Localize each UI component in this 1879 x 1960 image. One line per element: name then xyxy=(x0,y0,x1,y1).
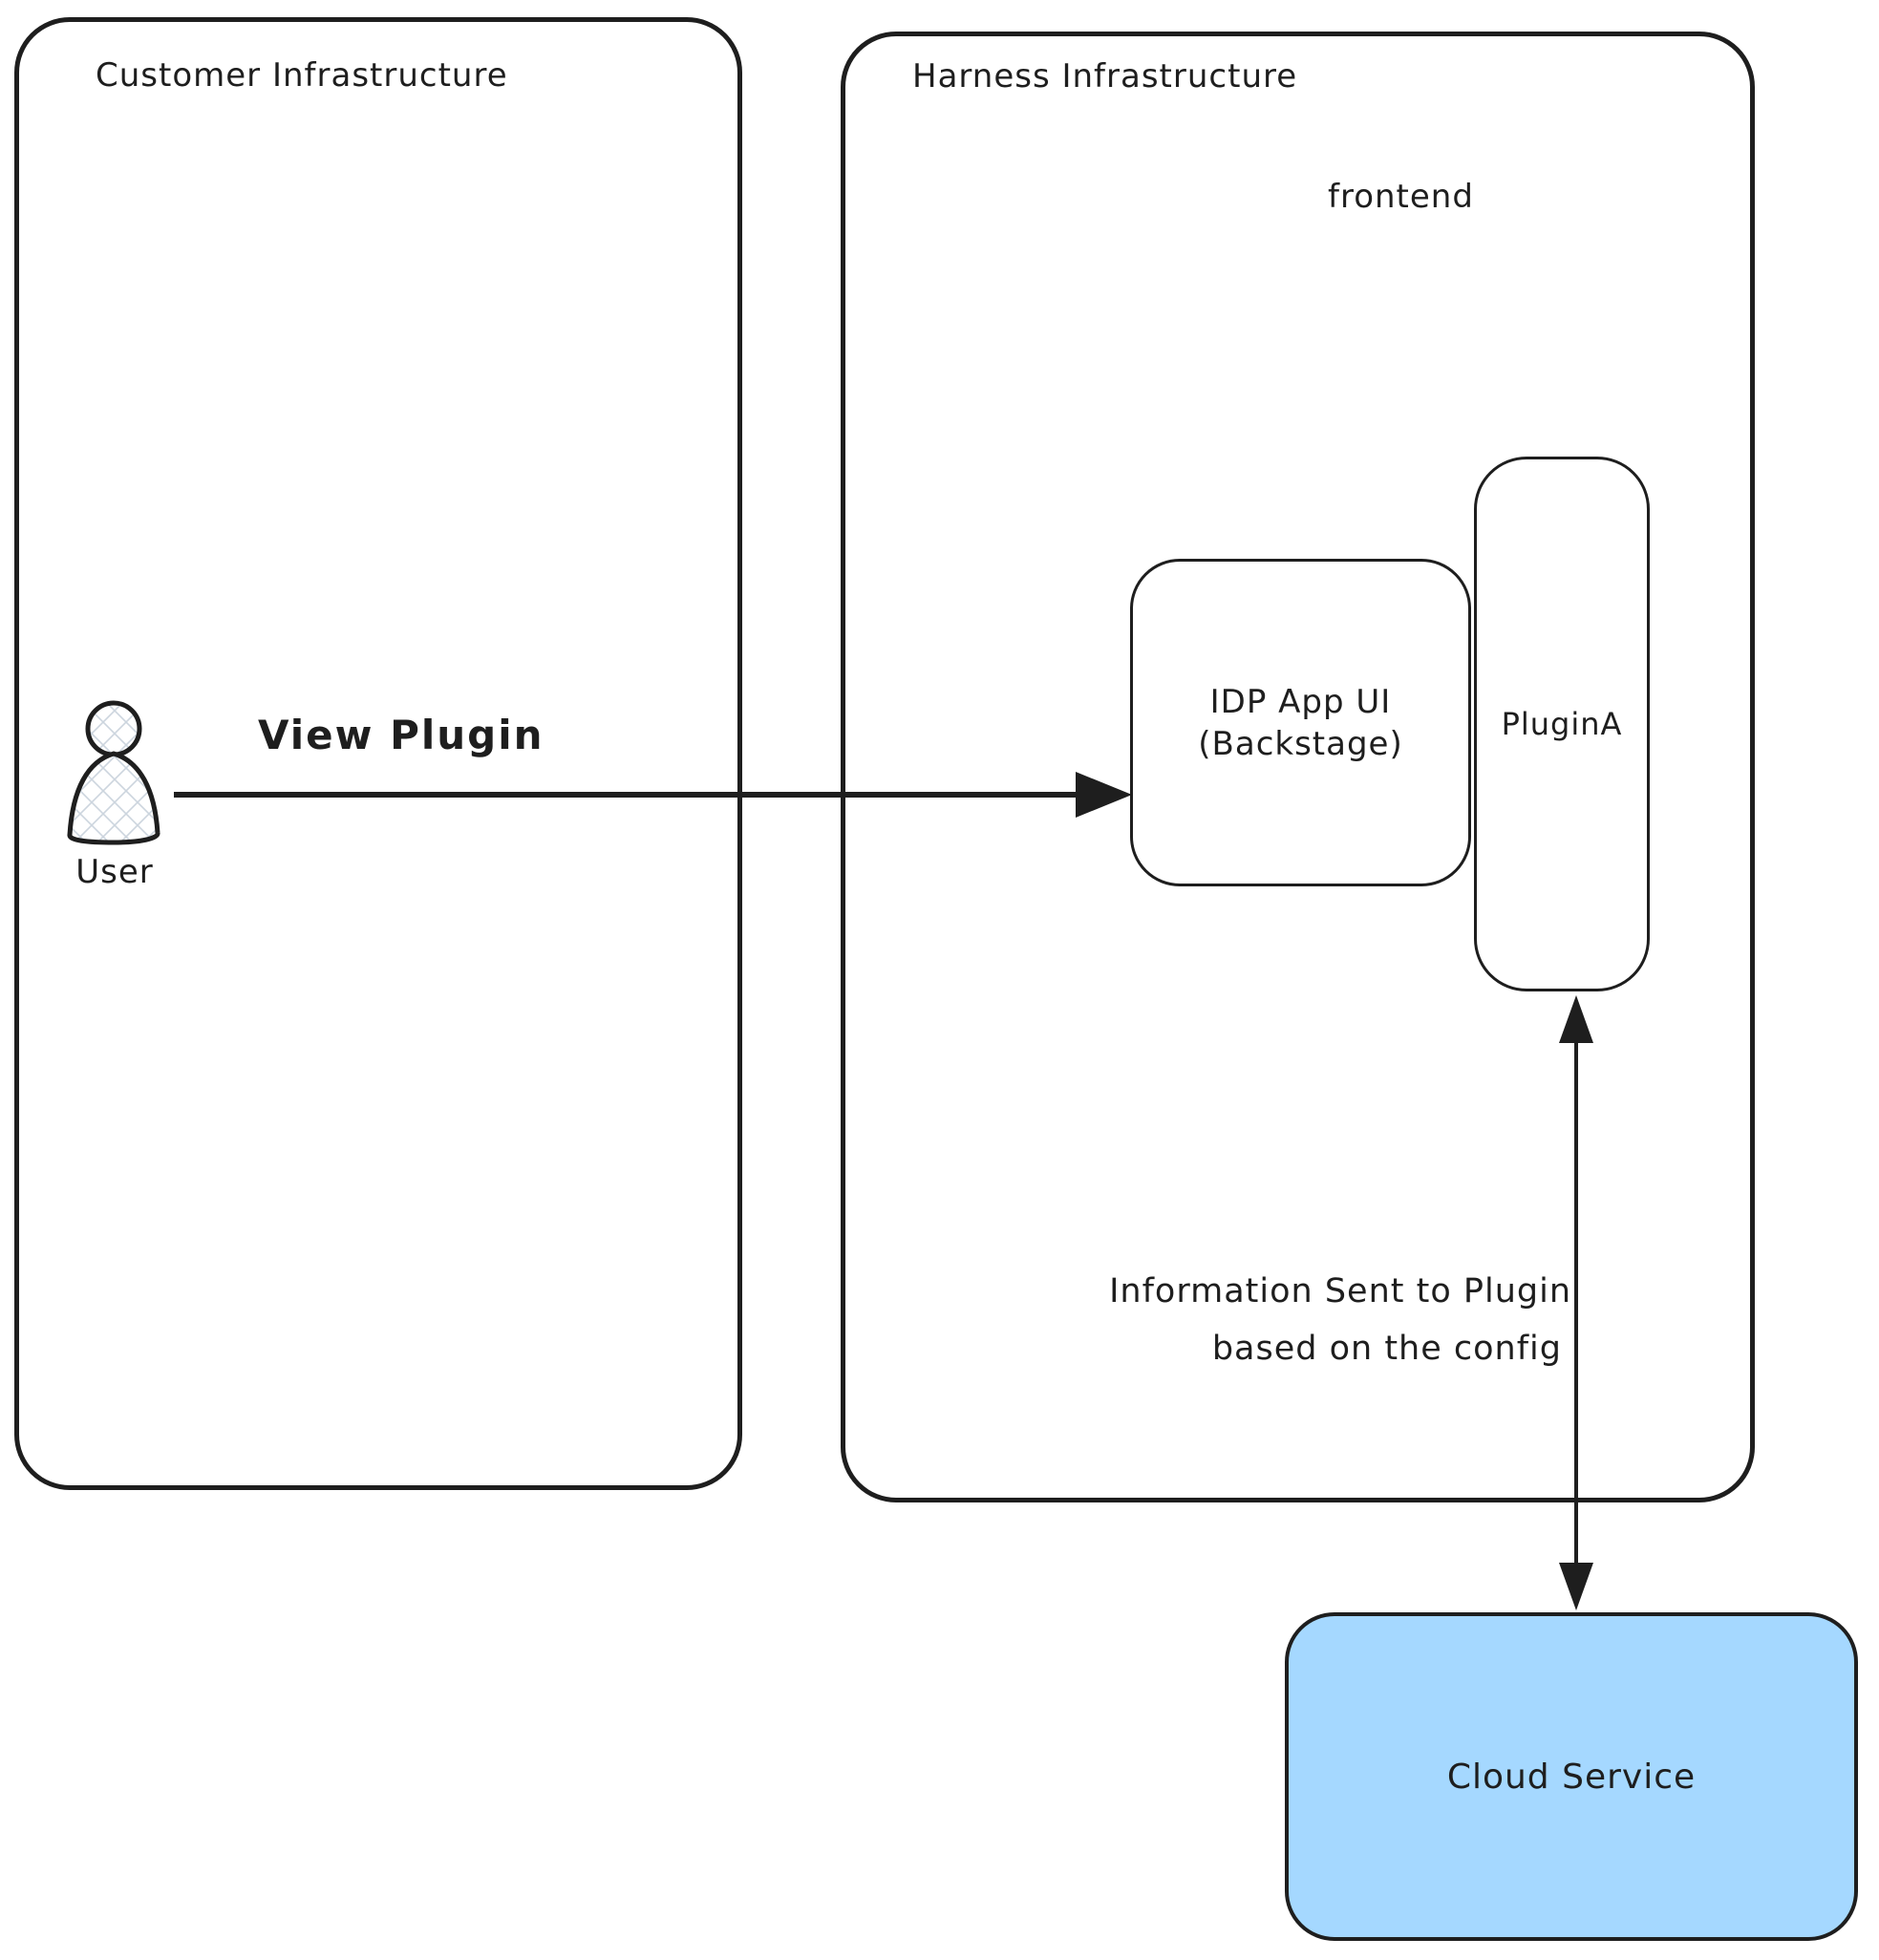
view-plugin-arrow-label: View Plugin xyxy=(258,712,544,758)
info-sent-label: Information Sent to Plugin based on the … xyxy=(860,1272,1571,1368)
cloud-service-label: Cloud Service xyxy=(1446,1757,1697,1797)
idp-app-ui-box: IDP App UI (Backstage) xyxy=(1130,559,1471,886)
info-sent-label-line2: based on the config xyxy=(1211,1330,1562,1368)
plugin-a-box: PluginA xyxy=(1474,457,1650,991)
info-sent-label-line1: Information Sent to Plugin xyxy=(1109,1272,1571,1310)
idp-app-ui-label: IDP App UI (Backstage) xyxy=(1198,681,1402,765)
idp-app-ui-label-line1: IDP App UI xyxy=(1209,682,1392,721)
customer-infrastructure-title: Customer Infrastructure xyxy=(96,56,508,95)
frontend-label: frontend xyxy=(1328,178,1474,216)
plugin-a-label: PluginA xyxy=(1501,706,1623,742)
user-label: User xyxy=(75,853,154,891)
idp-app-ui-label-line2: (Backstage) xyxy=(1198,724,1403,763)
customer-infrastructure-box: Customer Infrastructure xyxy=(14,17,742,1490)
harness-infrastructure-title: Harness Infrastructure xyxy=(912,57,1298,96)
cloud-service-box: Cloud Service xyxy=(1285,1612,1858,1941)
harness-infrastructure-box: Harness Infrastructure frontend xyxy=(841,32,1755,1502)
